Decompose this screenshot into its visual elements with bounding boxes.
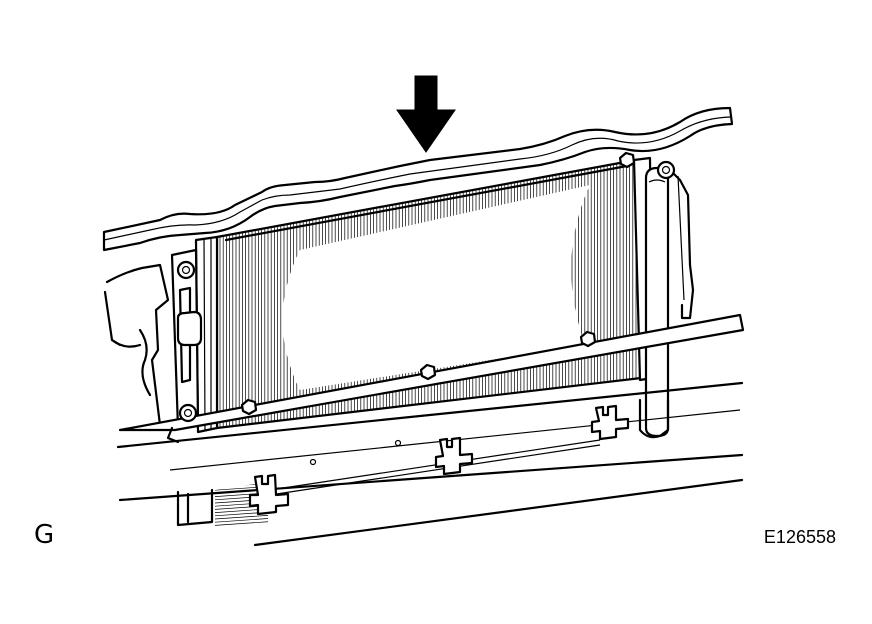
right-radiator-tank (632, 156, 695, 438)
left-bracket (103, 263, 170, 432)
view-letter-label: G (34, 520, 55, 550)
left-radiator-tank (170, 235, 219, 434)
arrow-down-icon (396, 75, 456, 153)
radiator-fin (215, 514, 268, 520)
radiator-fin (215, 521, 268, 526)
clip-icon (248, 404, 630, 516)
radiator-core (215, 158, 643, 430)
upper-radiator-support (102, 106, 734, 252)
radiator-fin (215, 518, 268, 523)
figure-id-label: E126558 (763, 527, 836, 547)
bolt-icon (176, 151, 676, 423)
